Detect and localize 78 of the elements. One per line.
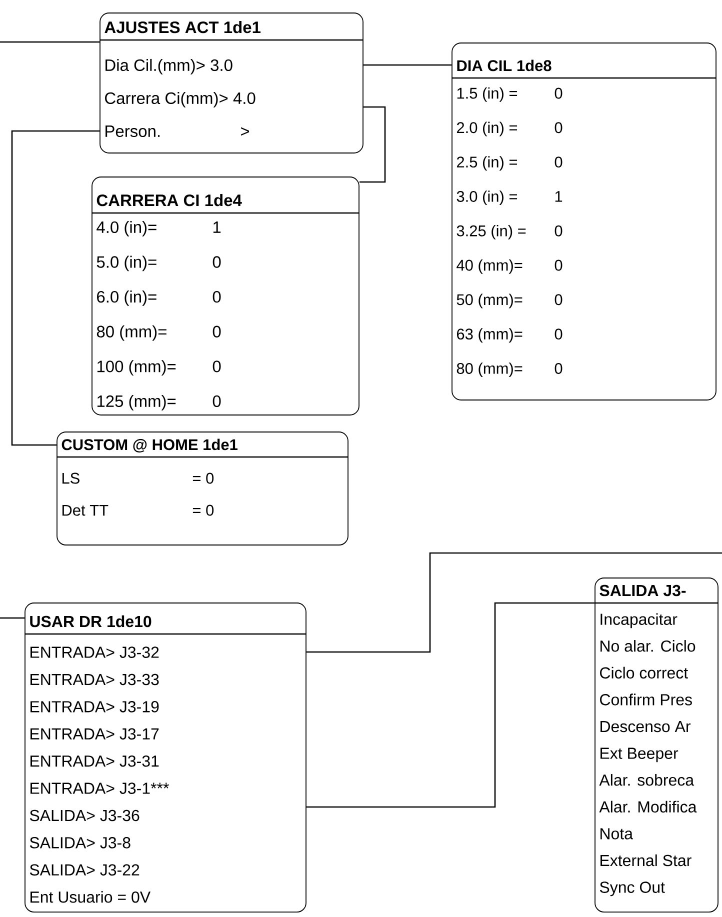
menu-item: 2.5 (in) = bbox=[457, 156, 518, 171]
menu-item: > bbox=[241, 127, 250, 136]
menu-title: CARRERA CI 1de4 bbox=[96, 194, 242, 206]
menu-item: 80 (mm)= bbox=[456, 362, 522, 378]
menu-item: Det TT bbox=[62, 504, 108, 516]
menu-title: USAR DR 1de10 bbox=[30, 615, 152, 628]
menu-item: 4.0 (in)= bbox=[96, 220, 156, 236]
menu-item: Ext Beeper bbox=[600, 748, 678, 762]
menu-item: 0 bbox=[554, 294, 562, 306]
connector-line bbox=[363, 64, 452, 66]
menu-item: Confirm Pres bbox=[600, 694, 692, 706]
menu-item: Ent Usuario = 0V bbox=[30, 891, 150, 903]
menu-item: ENTRADA> J3-31 bbox=[30, 755, 159, 767]
menu-item: 3.0 (in) = bbox=[456, 190, 518, 206]
connector-line bbox=[306, 552, 722, 653]
menu-item: = 0 bbox=[192, 472, 214, 484]
menu-item: 0 bbox=[212, 395, 221, 408]
menu-item: ENTRADA> J3-32 bbox=[30, 646, 159, 658]
menu-item: No alar. Ciclo bbox=[600, 640, 696, 652]
menu-item: External Star bbox=[600, 854, 692, 866]
menu-item: Person. bbox=[106, 126, 160, 138]
menu-item: 0 bbox=[554, 362, 562, 374]
connector-line bbox=[359, 106, 386, 183]
menu-box bbox=[92, 176, 360, 416]
menu-item: 50 (mm)= bbox=[456, 294, 522, 308]
menu-box bbox=[100, 12, 364, 154]
menu-title: SALIDA J3- bbox=[600, 584, 686, 596]
menu-item: = 0 bbox=[192, 504, 214, 516]
menu-item: ENTRADA> J3-19 bbox=[30, 701, 159, 712]
menu-item: 0 bbox=[554, 328, 562, 340]
menu-item: 125 (mm)= bbox=[97, 394, 176, 410]
menu-item: SALIDA> J3-8 bbox=[30, 837, 130, 848]
menu-box bbox=[594, 578, 718, 912]
menu-item: 63 (mm)= bbox=[457, 328, 522, 343]
menu-item: 0 bbox=[212, 360, 221, 372]
menu-item: 1 bbox=[213, 222, 221, 233]
menu-title: DIA CIL 1de8 bbox=[457, 60, 552, 72]
menu-item: 100 (mm)= bbox=[97, 360, 176, 376]
menu-item: LS bbox=[62, 472, 80, 484]
menu-item: Descenso Ar bbox=[600, 721, 691, 732]
menu-item: 5.0 (in)= bbox=[96, 256, 156, 272]
menu-item: 0 bbox=[554, 122, 562, 134]
menu-item: Sync Out bbox=[600, 882, 665, 896]
menu-title: CUSTOM @ HOME 1de1 bbox=[62, 438, 238, 452]
menu-item: ENTRADA> J3-33 bbox=[30, 674, 159, 686]
menu-item: 1 bbox=[555, 191, 562, 202]
menu-item: 0 bbox=[212, 290, 221, 303]
menu-item: 40 (mm)= bbox=[456, 259, 522, 274]
menu-box bbox=[56, 432, 348, 546]
connector-line bbox=[306, 602, 595, 808]
menu-item: ENTRADA> J3-17 bbox=[30, 728, 159, 740]
menu-item: 0 bbox=[554, 88, 562, 99]
menu-item: 3.25 (in) = bbox=[456, 224, 526, 240]
menu-item: Incapacitar bbox=[600, 613, 678, 628]
menu-title: AJUSTES ACT 1de1 bbox=[104, 21, 261, 34]
menu-item: Carrera Ci(mm)> 4.0 bbox=[105, 92, 256, 108]
menu-box bbox=[24, 602, 306, 912]
menu-item: Alar. Modifica bbox=[599, 800, 697, 813]
menu-item: ENTRADA> J3-1*** bbox=[30, 782, 169, 794]
menu-item: 0 bbox=[212, 256, 221, 268]
menu-item: Dia Cil.(mm)> 3.0 bbox=[106, 58, 232, 74]
menu-item: 2.0 (in) = bbox=[457, 122, 518, 136]
menu-item: 1.5 (in) = bbox=[457, 87, 518, 102]
menu-item: 0 bbox=[212, 326, 221, 338]
menu-item: 6.0 (in)= bbox=[97, 290, 156, 306]
menu-item: Nota bbox=[600, 828, 633, 840]
connector-line bbox=[0, 617, 25, 619]
connector-line bbox=[0, 41, 100, 43]
menu-box bbox=[452, 42, 716, 400]
menu-item: 0 bbox=[554, 225, 562, 236]
menu-item: Alar. sobreca bbox=[599, 774, 694, 786]
menu-item: 80 (mm)= bbox=[96, 325, 166, 341]
connector-line bbox=[11, 130, 100, 446]
menu-item: SALIDA> J3-22 bbox=[30, 864, 140, 876]
menu-item: SALIDA> J3-36 bbox=[30, 810, 140, 822]
menu-item: 0 bbox=[554, 156, 562, 168]
menu-item: Ciclo correct bbox=[600, 666, 688, 679]
menu-item: 0 bbox=[554, 260, 562, 271]
